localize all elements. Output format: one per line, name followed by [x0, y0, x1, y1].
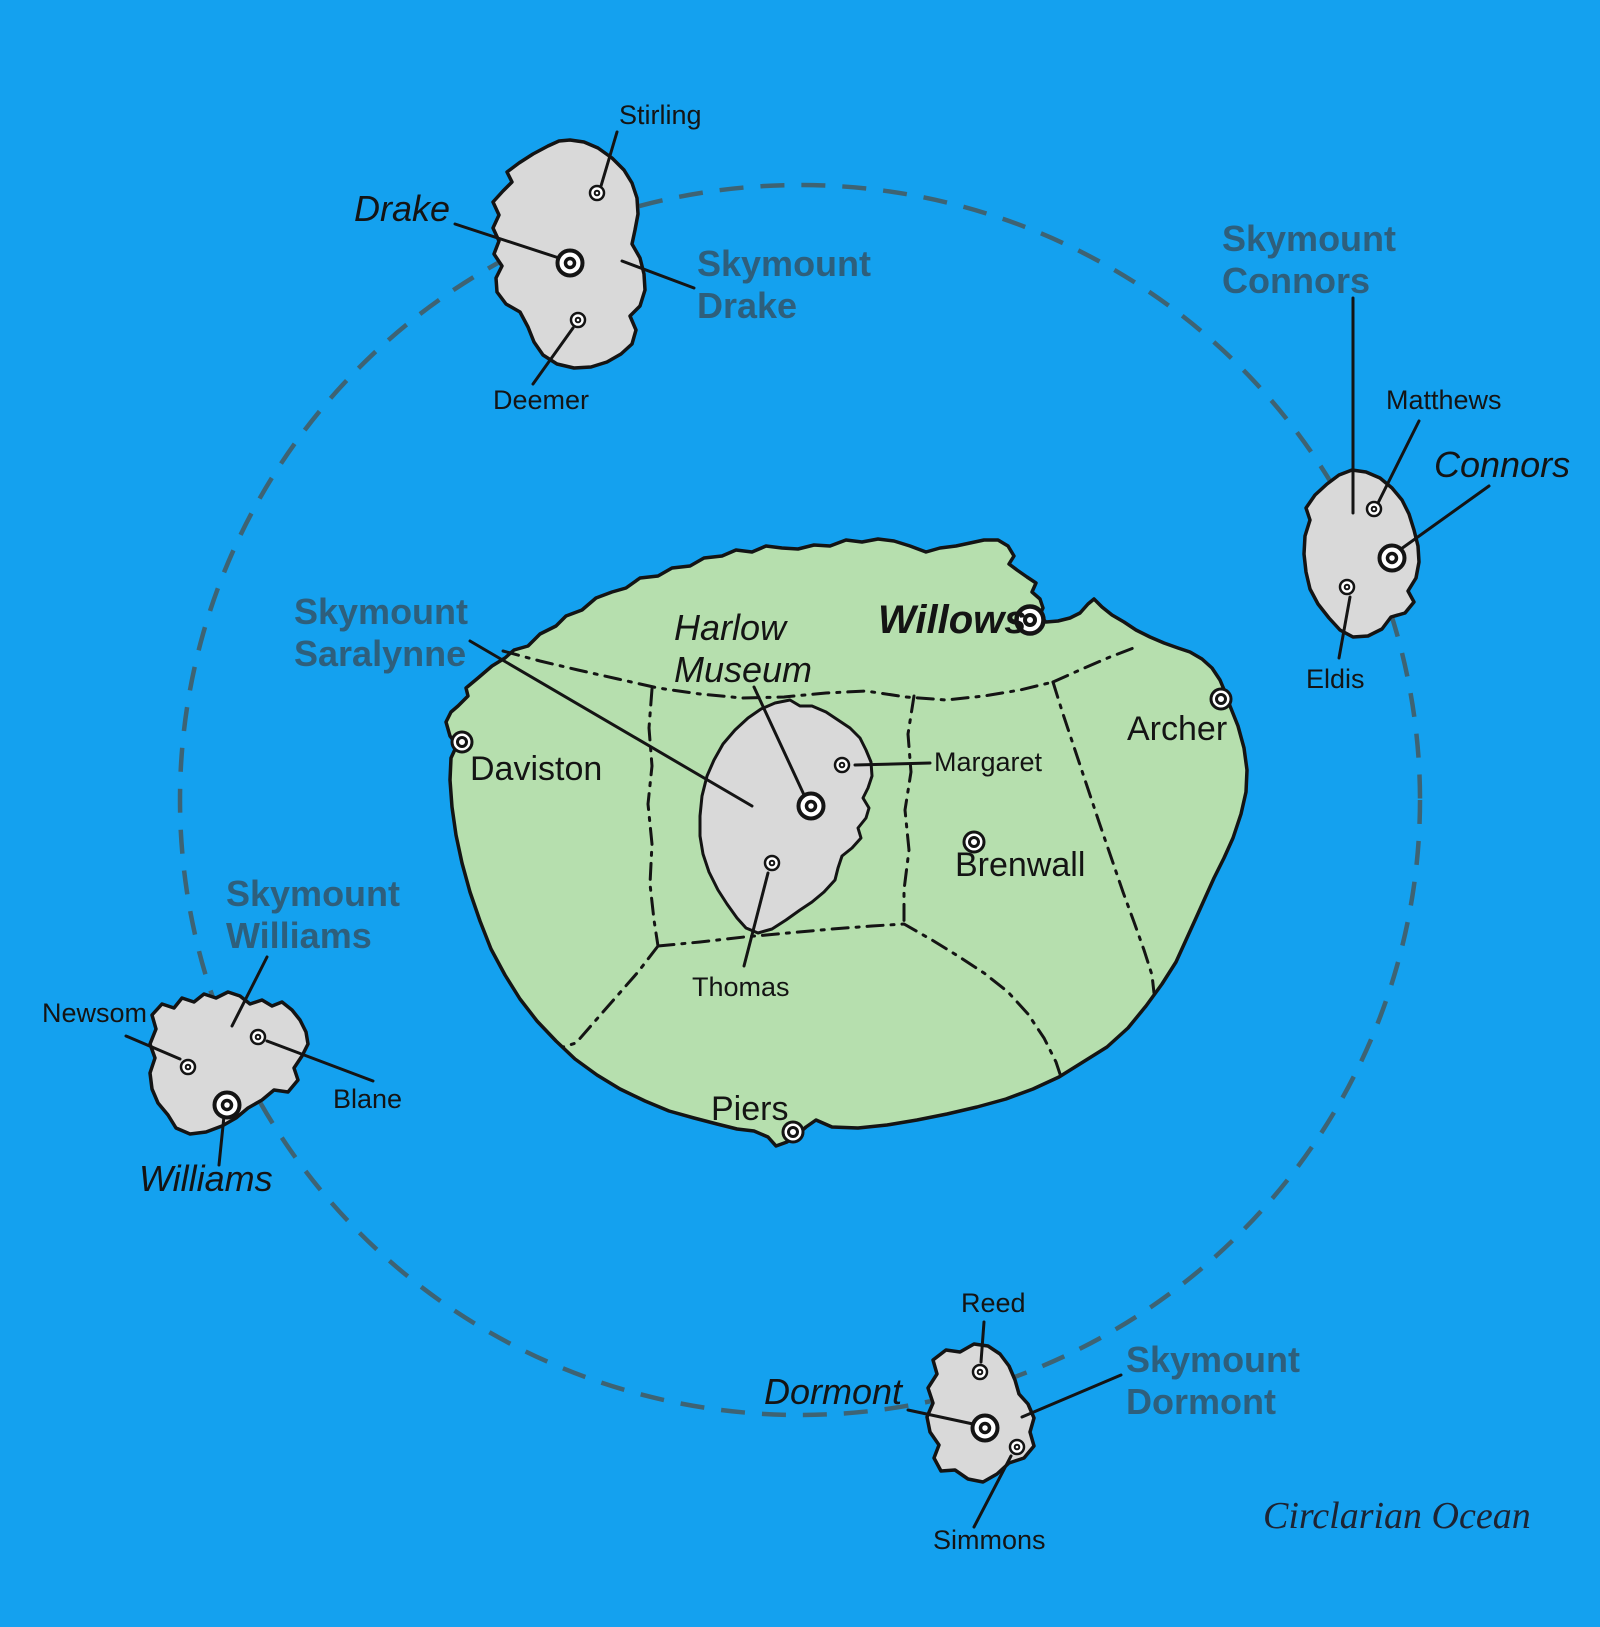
region-border-brenwall [902, 694, 916, 926]
label-stirling: Stirling [619, 100, 702, 130]
label-skymount-saralynne-line1: Skymount [294, 591, 468, 632]
leader-deemer [531, 326, 575, 386]
city-marker-brenwall [962, 830, 986, 854]
town-marker-simmons [1008, 1438, 1026, 1456]
label-skymount-connors-line2: Connors [1222, 260, 1370, 301]
main-island [444, 537, 1249, 1148]
region-border-south [656, 922, 1062, 1076]
leader-williams-capital [217, 1114, 226, 1167]
label-margaret: Margaret [934, 747, 1043, 777]
town-marker-margaret [833, 756, 851, 774]
region-border-archer [1051, 680, 1156, 995]
leader-margaret [853, 761, 932, 767]
leader-skymount-dormont [1020, 1373, 1123, 1419]
label-skymount-drake-line2: Drake [697, 285, 797, 326]
island-skymount-dormont [925, 1342, 1036, 1484]
region-border-northeast [1051, 645, 1138, 684]
route-circle [177, 182, 1423, 1418]
leader-reed [979, 1320, 986, 1364]
leader-skymount-williams [230, 955, 269, 1028]
connors-coastline [1302, 468, 1421, 639]
city-marker-willows [1014, 604, 1046, 636]
label-piers: Piers [711, 1090, 788, 1128]
city-marker-daviston [450, 730, 474, 754]
label-skymount-saralynne-line2: Saralynne [294, 633, 466, 674]
city-marker-dormont [970, 1413, 1000, 1443]
city-marker-drake [555, 248, 585, 278]
label-skymount-williams-line1: Skymount [226, 873, 400, 914]
label-skymount-connors-line1: Skymount [1222, 218, 1396, 259]
town-marker-deemer [569, 311, 587, 329]
leader-stirling [599, 130, 619, 188]
label-brenwall: Brenwall [955, 846, 1085, 884]
skymount-saralynne-area [698, 698, 874, 935]
island-skymount-connors [1302, 468, 1421, 639]
leader-drake-capital [453, 222, 561, 260]
label-matthews: Matthews [1386, 385, 1502, 415]
leader-eldis [1337, 595, 1352, 660]
label-connors-capital: Connors [1434, 444, 1570, 485]
leader-thomas [742, 871, 770, 968]
label-simmons: Simmons [933, 1525, 1046, 1555]
town-marker-reed [971, 1363, 989, 1381]
leader-blane [265, 1039, 375, 1083]
label-willows: Willows [878, 598, 1027, 642]
leader-dormont-capital [906, 1408, 975, 1426]
label-skymount-drake-line1: Skymount [697, 243, 871, 284]
leader-matthews [1376, 419, 1421, 505]
city-marker-connors [1377, 543, 1407, 573]
city-markers [179, 184, 1407, 1456]
label-skymount-dormont-line1: Skymount [1126, 1339, 1300, 1380]
label-thomas: Thomas [692, 972, 790, 1002]
label-reed: Reed [961, 1288, 1026, 1318]
map-labels: Stirling Drake Skymount Drake Deemer Sky… [42, 100, 1570, 1555]
city-marker-archer [1209, 687, 1233, 711]
city-marker-piers [781, 1120, 805, 1144]
town-marker-thomas [763, 854, 781, 872]
leader-connors-capital [1399, 484, 1491, 551]
leader-harlow-museum [752, 685, 807, 799]
town-marker-blane [249, 1028, 267, 1046]
town-marker-stirling [588, 184, 606, 202]
label-daviston: Daviston [470, 750, 602, 788]
label-williams-capital: Williams [139, 1158, 273, 1199]
town-marker-eldis [1338, 578, 1356, 596]
town-marker-matthews [1365, 500, 1383, 518]
label-circlarian-ocean: Circlarian Ocean [1263, 1495, 1531, 1537]
leader-lines [124, 130, 1491, 1529]
label-newsom: Newsom [42, 998, 147, 1028]
region-border-southwest [561, 944, 660, 1049]
label-harlow-museum-line2: Museum [674, 649, 812, 690]
dormont-coastline [925, 1342, 1036, 1484]
label-archer: Archer [1127, 710, 1227, 748]
leader-simmons [972, 1454, 1013, 1529]
town-marker-newsom [179, 1058, 197, 1076]
label-skymount-dormont-line2: Dormont [1126, 1381, 1276, 1422]
landmark-marker-harlow-museum [796, 791, 826, 821]
label-skymount-williams-line2: Williams [226, 915, 372, 956]
label-eldis: Eldis [1306, 664, 1365, 694]
label-deemer: Deemer [493, 385, 589, 415]
label-dormont-capital: Dormont [764, 1371, 904, 1412]
region-border-north [501, 649, 1055, 702]
label-harlow-museum-line1: Harlow [674, 607, 788, 648]
leader-newsom [124, 1034, 182, 1061]
leader-skymount-drake [620, 259, 696, 290]
label-blane: Blane [333, 1084, 402, 1114]
label-drake-capital: Drake [354, 188, 450, 229]
city-marker-williams [212, 1090, 242, 1120]
region-border-daviston [646, 687, 660, 948]
leader-skymount-saralynne [468, 639, 754, 808]
